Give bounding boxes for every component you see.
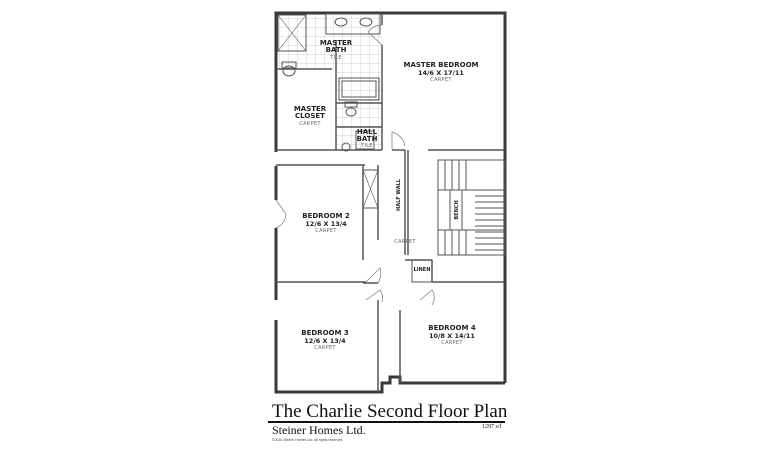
- room-name-hall-bath-line2: BATH: [357, 135, 378, 143]
- room-dims-bedroom-2: 12/6 X 13/4: [305, 220, 347, 228]
- room-name-bedroom-2: BEDROOM 2: [302, 212, 350, 220]
- tile-floors: [278, 15, 382, 150]
- square-footage: 1297 s/f: [482, 424, 502, 430]
- room-name-master-closet-line1: MASTER: [294, 105, 327, 113]
- room-name-master-closet-line2: CLOSET: [295, 112, 325, 120]
- fixtures: [277, 13, 433, 283]
- room-name-master-bath-line2: BATH: [326, 46, 347, 54]
- interior-walls: [276, 13, 505, 392]
- label-linen: LINEN: [414, 267, 431, 273]
- room-floor-master-bedroom: CARPET: [430, 77, 452, 83]
- room-floor-master-closet: CARPET: [299, 121, 321, 127]
- room-floor-hall-bath: TILE: [360, 143, 373, 149]
- room-floor-bedroom-3: CARPET: [314, 345, 336, 351]
- copyright-notice: ©2016 Steiner Homes Ltd. All rights rese…: [272, 438, 344, 442]
- builder-name: Steiner Homes Ltd.: [272, 423, 366, 437]
- room-name-bedroom-3: BEDROOM 3: [301, 329, 349, 337]
- stairs: [437, 159, 506, 256]
- room-floor-master-bath: TILE: [329, 55, 342, 61]
- title-underline: [268, 421, 505, 423]
- label-half-wall: HALF WALL: [396, 178, 402, 211]
- room-name-master-bath-line1: MASTER: [320, 39, 353, 47]
- room-floor-bedroom-4: CARPET: [441, 340, 463, 346]
- room-dims-master-bedroom: 14/6 X 17/11: [418, 69, 464, 77]
- plan-title: The Charlie Second Floor Plan: [272, 401, 508, 422]
- room-name-hall-bath-line1: HALL: [357, 128, 378, 136]
- room-name-bedroom-4: BEDROOM 4: [428, 324, 476, 332]
- door-swings: [275, 24, 435, 306]
- room-floor-hall: CARPET: [394, 239, 416, 245]
- room-floor-bedroom-2: CARPET: [315, 228, 337, 234]
- room-dims-bedroom-3: 12/6 X 13/4: [304, 337, 346, 345]
- room-dims-bedroom-4: 10/8 X 14/11: [429, 332, 475, 340]
- label-bench: BENCH: [454, 200, 460, 219]
- room-name-master-bedroom: MASTER BEDROOM: [404, 61, 479, 69]
